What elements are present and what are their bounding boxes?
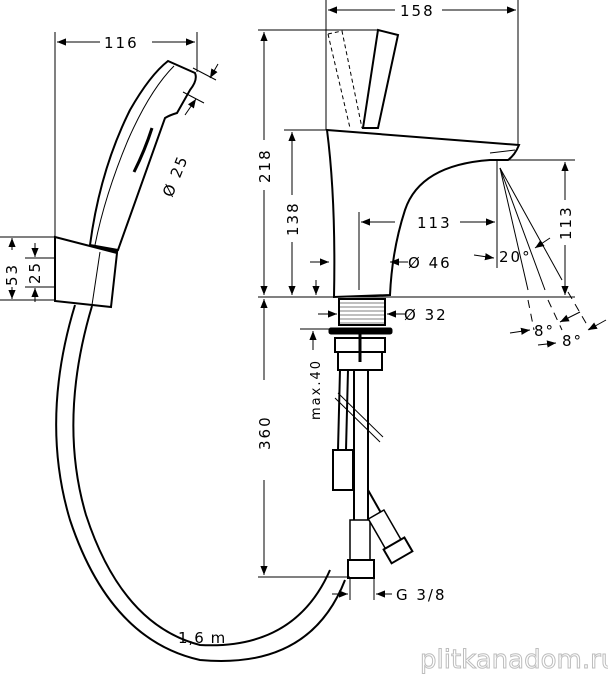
dim-arrow: [184, 98, 197, 116]
dim-faucet-total-height: 218: [256, 148, 274, 183]
dim-faucet-body-height: 138: [284, 201, 302, 236]
faucet-body: [325, 128, 521, 299]
dim-hose-length: 1,6 m: [178, 629, 226, 647]
dim-connection-length: 360: [256, 415, 274, 450]
spray-lines: [499, 167, 591, 331]
dim-shower-head-diameter: Ø 25: [159, 152, 192, 199]
dim-max-thickness: max.40: [309, 359, 324, 420]
dim-shower-width: 116: [104, 34, 139, 52]
dim-holder-height: 53: [3, 263, 21, 286]
dim-shank-diameter: Ø 32: [404, 306, 448, 324]
extension-line: [192, 67, 217, 81]
dim-holder-inner: 25: [26, 261, 44, 284]
shower-hose: [55, 304, 346, 662]
watermark: plitkanadom.ru: [420, 645, 608, 675]
supply-pipes: [332, 369, 414, 579]
dim-thread: G 3/8: [396, 586, 447, 604]
wall-holder: [54, 235, 119, 309]
dim-spout-height: 113: [557, 205, 575, 240]
dim-arrow: [209, 63, 219, 79]
dim-spray-angle-a: 8°: [534, 322, 555, 340]
dim-faucet-width: 158: [400, 2, 435, 20]
dim-spray-angle: 20°: [499, 248, 532, 266]
faucet-shank: [328, 298, 393, 371]
extension-line: [182, 91, 205, 104]
faucet-lever: [361, 28, 400, 129]
dim-spray-angle-b: 8°: [562, 332, 583, 350]
dim-spout-reach: 113: [417, 214, 452, 232]
dim-body-diameter: Ø 46: [408, 254, 452, 272]
